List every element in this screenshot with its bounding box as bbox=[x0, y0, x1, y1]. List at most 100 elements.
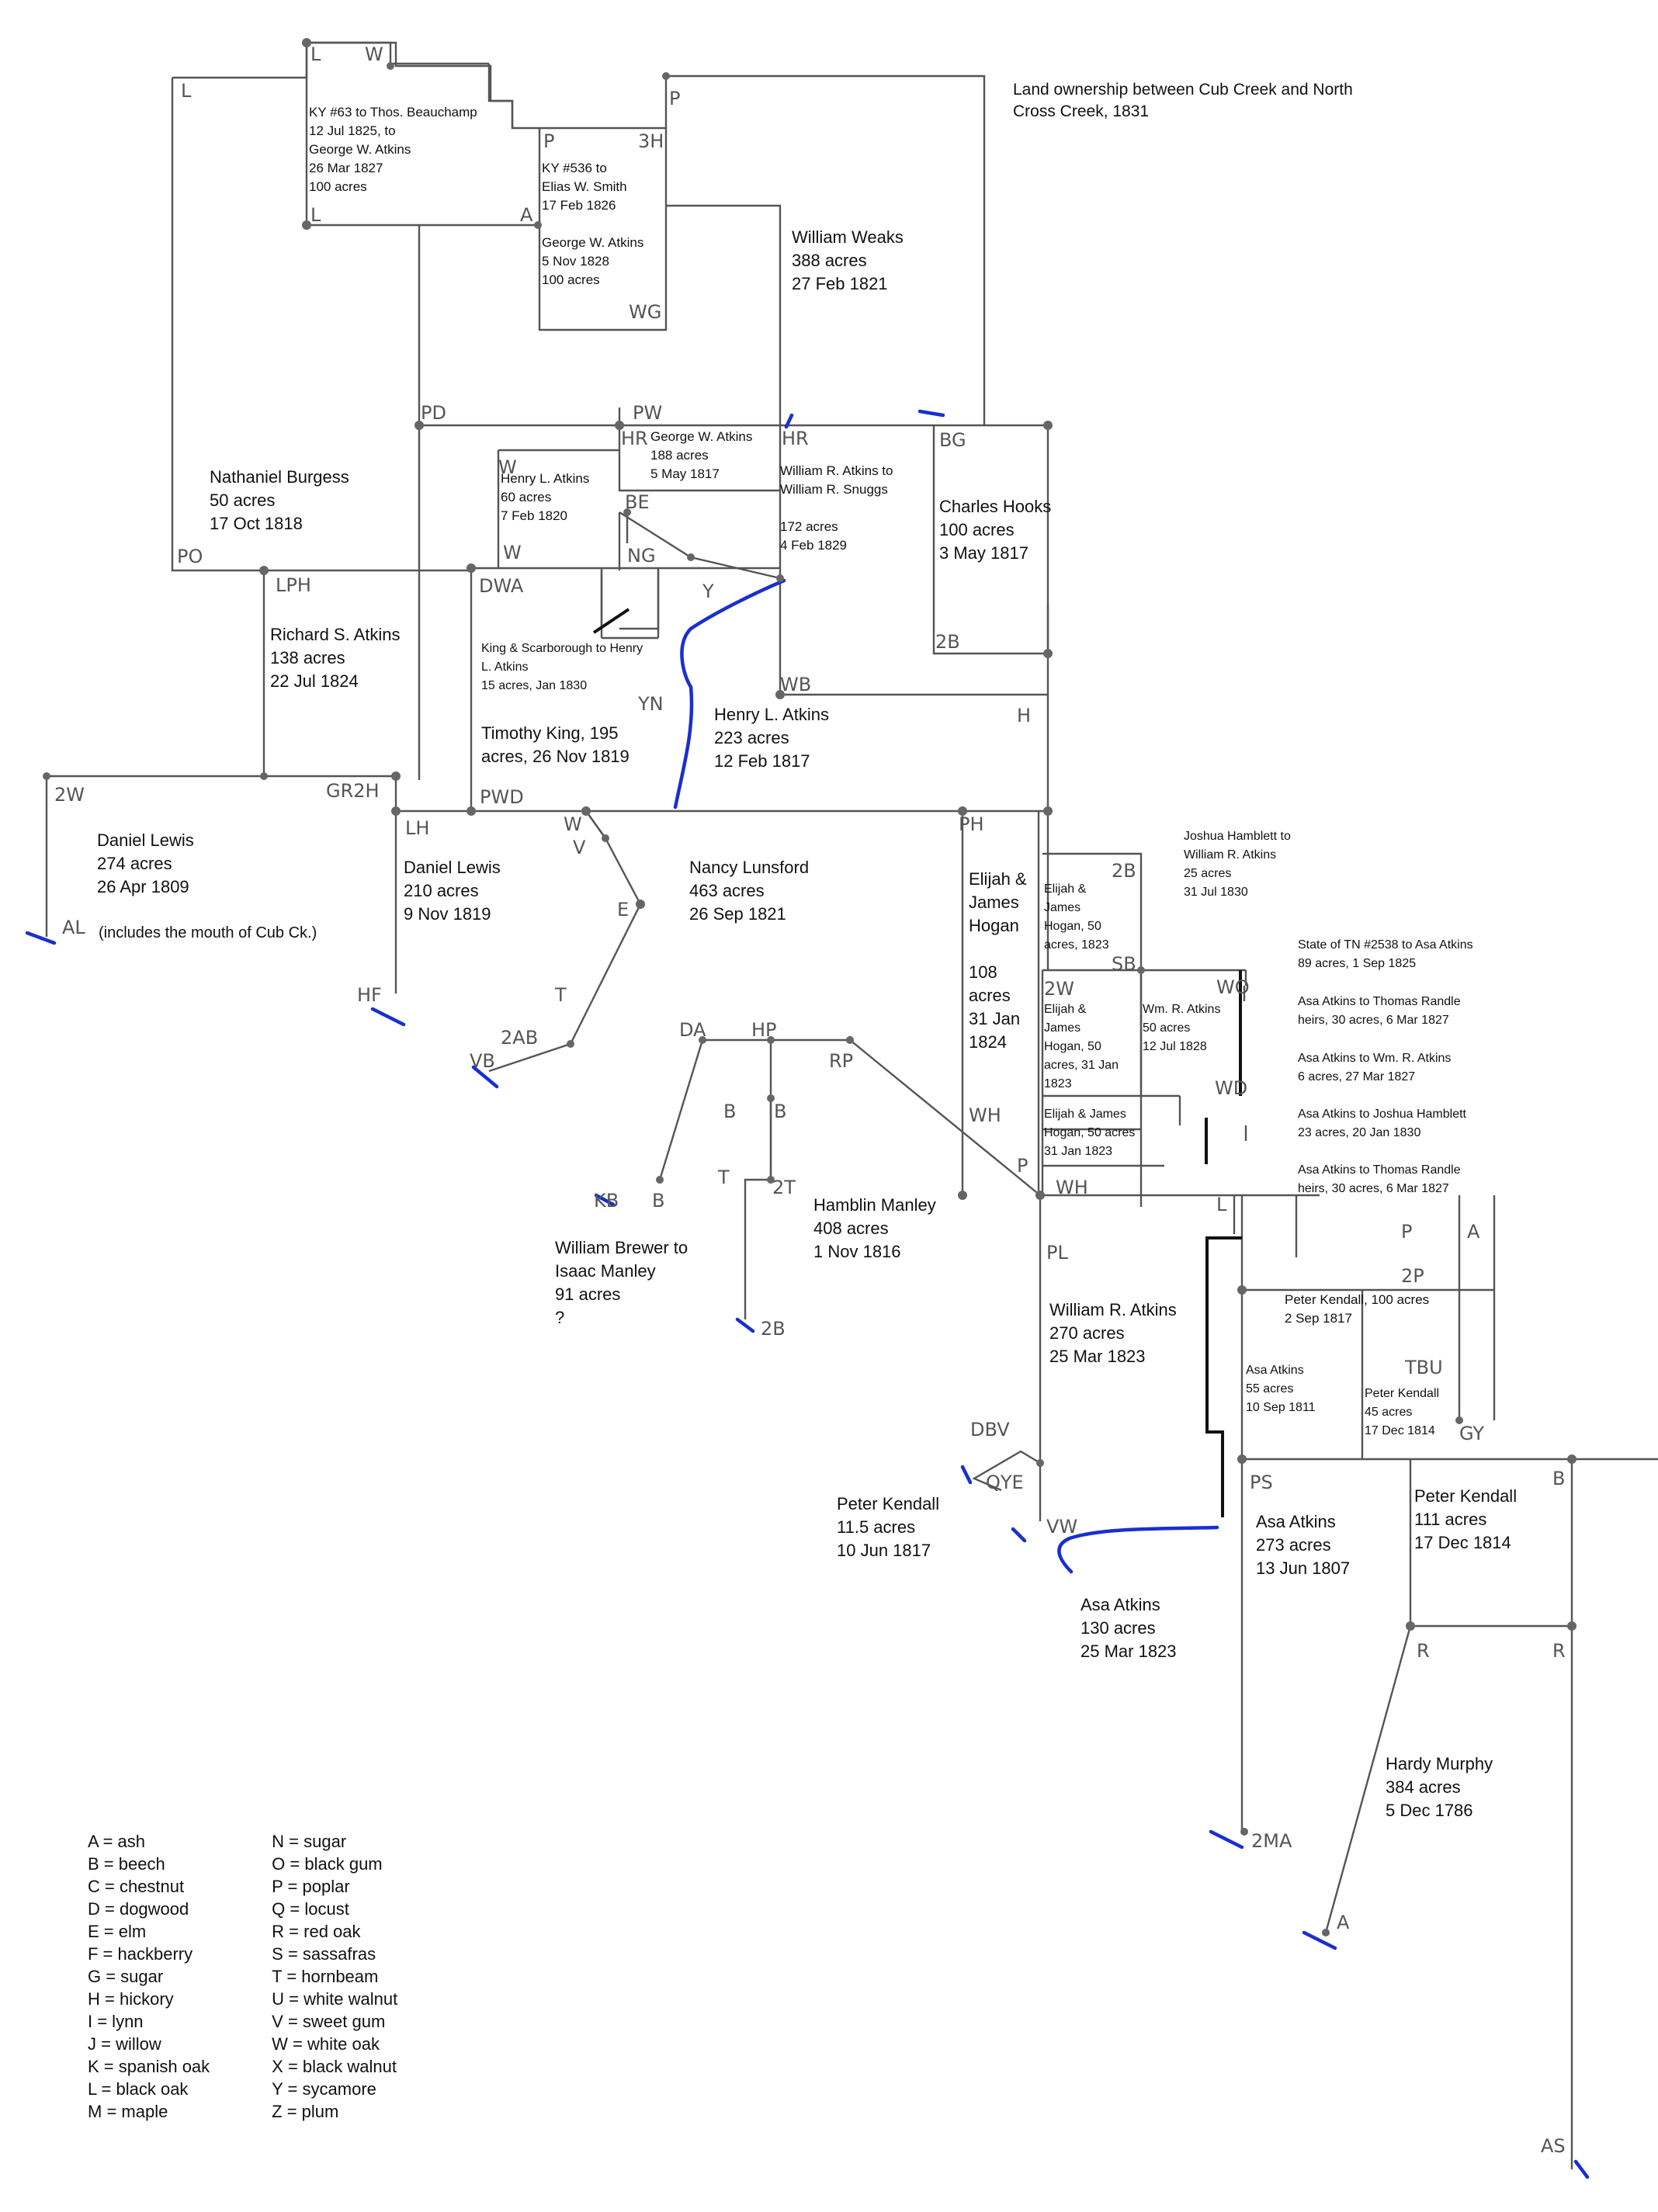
tract-line: Peter Kendall bbox=[1365, 1387, 1439, 1400]
tract-line: George W. Atkins bbox=[650, 429, 752, 444]
tract-line: 111 acres bbox=[1414, 1510, 1486, 1529]
corner-label: L bbox=[181, 80, 192, 102]
corner-label: P bbox=[1401, 1221, 1412, 1243]
tract-line: 138 acres bbox=[270, 648, 345, 667]
corner-label: PS bbox=[1250, 1472, 1273, 1493]
corner-label: VB bbox=[470, 1050, 495, 1072]
corner-label: R bbox=[1552, 1640, 1566, 1662]
legend-item: D = dogwood bbox=[88, 1899, 189, 1919]
tract-line: 11.5 acres bbox=[837, 1517, 915, 1537]
tract-line: Elias W. Smith bbox=[542, 179, 627, 194]
tract-line: 6 acres, 27 Mar 1827 bbox=[1298, 1070, 1415, 1083]
tract-line: 7 Feb 1820 bbox=[501, 508, 567, 523]
tract-line: 12 Jul 1828 bbox=[1143, 1040, 1207, 1053]
tract-line: 26 Mar 1827 bbox=[309, 161, 383, 175]
corner-label: PH bbox=[959, 813, 984, 835]
tract-line: William Weaks bbox=[792, 227, 904, 247]
corner-label: SB bbox=[1112, 953, 1136, 975]
tract-line: 2 Sep 1817 bbox=[1285, 1311, 1352, 1326]
corner-label: L bbox=[310, 43, 321, 65]
boundary-lines bbox=[45, 41, 1658, 2169]
corner-label: W bbox=[564, 813, 582, 835]
corner-label: W bbox=[365, 43, 383, 65]
tract-line: 100 acres bbox=[309, 179, 367, 194]
tract-line: Asa Atkins to Thomas Randle bbox=[1298, 1163, 1461, 1177]
corner-label: KB bbox=[594, 1190, 619, 1212]
tract-line: Daniel Lewis bbox=[97, 830, 194, 850]
tract-line: 17 Dec 1814 bbox=[1365, 1424, 1435, 1437]
tract-label-pk115: Peter Kendall 11.5 acres 10 Jun 1817 bbox=[837, 1494, 939, 1560]
corner-label: 2W bbox=[54, 784, 85, 806]
tract-line: 25 Mar 1823 bbox=[1080, 1642, 1177, 1661]
tract-line: 1824 bbox=[969, 1032, 1007, 1052]
corner-label: QYE bbox=[986, 1472, 1024, 1493]
legend-item: T = hornbeam bbox=[272, 1967, 379, 1986]
corner-label: HF bbox=[357, 984, 382, 1006]
legend-item: Z = plum bbox=[272, 2102, 339, 2121]
corner-label: WH bbox=[969, 1104, 1001, 1126]
tract-line: Peter Kendall, 100 acres bbox=[1285, 1292, 1429, 1307]
legend-item: V = sweet gum bbox=[272, 2012, 386, 2031]
tract-line: 31 Jul 1830 bbox=[1184, 886, 1248, 899]
tract-line: KY #63 to Thos. Beauchamp bbox=[309, 105, 477, 120]
tract-line: William R. Atkins to bbox=[780, 463, 893, 478]
tract-line: L. Atkins bbox=[481, 660, 528, 674]
legend-item: P = poplar bbox=[272, 1877, 350, 1896]
tract-line: 31 Jan 1823 bbox=[1044, 1145, 1112, 1158]
tract-line: 13 Jun 1807 bbox=[1256, 1558, 1350, 1578]
corner-label: 2P bbox=[1401, 1265, 1424, 1287]
tract-line: 15 acres, Jan 1830 bbox=[481, 679, 587, 692]
legend-item: I = lynn bbox=[88, 2012, 144, 2031]
tract-line: 27 Feb 1821 bbox=[792, 274, 888, 293]
legend-item: O = black gum bbox=[272, 1854, 383, 1874]
tract-line: 12 Feb 1817 bbox=[714, 751, 810, 771]
tract-line: 23 acres, 20 Jan 1830 bbox=[1298, 1126, 1420, 1139]
corner-label: WB bbox=[780, 674, 811, 695]
tract-line: 89 acres, 1 Sep 1825 bbox=[1298, 957, 1416, 970]
corner-label: WG bbox=[629, 301, 661, 323]
corner-label: L bbox=[1216, 1194, 1227, 1215]
legend-item: S = sassafras bbox=[272, 1944, 376, 1964]
tract-line: Nancy Lunsford bbox=[689, 858, 809, 877]
tract-line: Asa Atkins to Joshua Hamblett bbox=[1298, 1108, 1467, 1121]
corner-label: 2W bbox=[1044, 978, 1074, 1000]
heavy-lines bbox=[592, 608, 1242, 1517]
tract-line: William R. Atkins bbox=[1184, 848, 1276, 862]
tract-line: James bbox=[969, 893, 1019, 912]
tract-line: Hogan bbox=[969, 916, 1019, 935]
tract-line: KY #536 to bbox=[542, 161, 607, 175]
tract-line: 384 acres bbox=[1386, 1777, 1461, 1797]
tract-line: Peter Kendall bbox=[837, 1494, 939, 1513]
corner-label: Y bbox=[702, 581, 714, 602]
tract-line: Hogan, 50 bbox=[1044, 920, 1101, 933]
tract-line: 10 Jun 1817 bbox=[837, 1541, 931, 1560]
tract-line: Peter Kendall bbox=[1414, 1486, 1517, 1506]
legend-item: B = beech bbox=[88, 1854, 165, 1874]
tract-line: 130 acres bbox=[1080, 1618, 1156, 1638]
corner-label: GY bbox=[1459, 1423, 1484, 1444]
tract-line: 270 acres bbox=[1049, 1323, 1125, 1343]
corner-label: E bbox=[617, 899, 629, 921]
corner-label: PW bbox=[633, 402, 662, 424]
tract-line: 3 May 1817 bbox=[939, 543, 1028, 563]
tract-line: 91 acres bbox=[555, 1285, 620, 1304]
tract-line: 5 Dec 1786 bbox=[1386, 1801, 1473, 1820]
corner-label: LH bbox=[405, 817, 429, 839]
tract-line: Asa Atkins bbox=[1256, 1512, 1336, 1531]
